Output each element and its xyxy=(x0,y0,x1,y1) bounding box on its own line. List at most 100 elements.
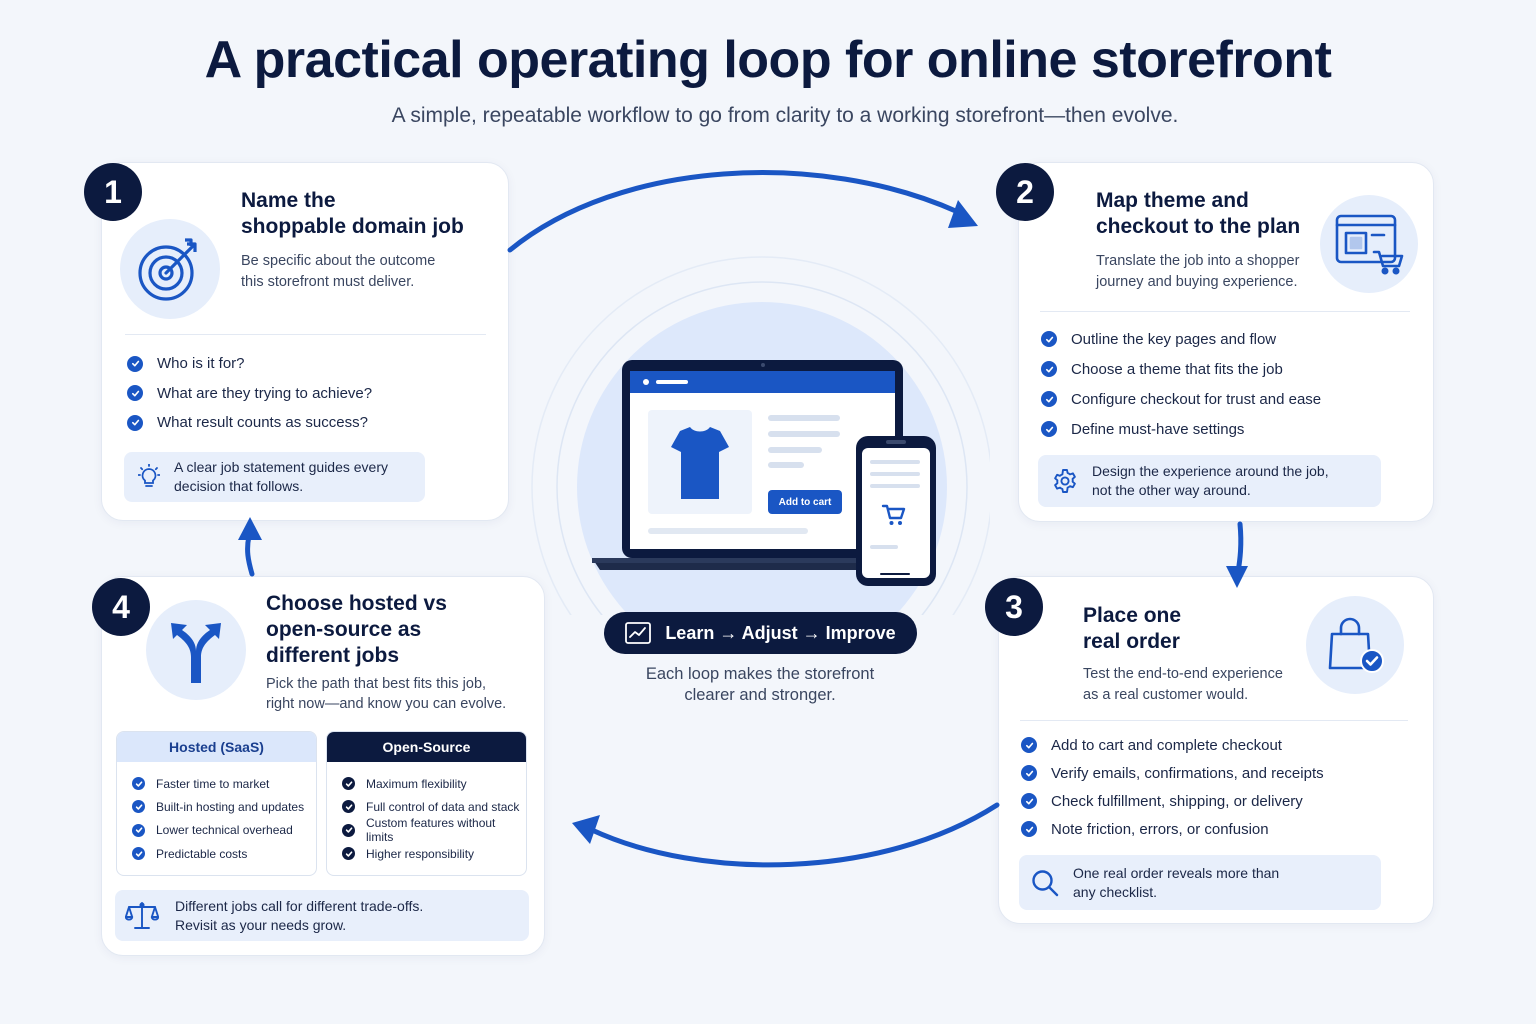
step-4-tip: Different jobs call for different trade-… xyxy=(115,890,529,941)
step-1-title-line-1: Name the xyxy=(241,189,336,212)
list-item-label: Note friction, errors, or confusion xyxy=(1051,820,1269,838)
list-item-label: Faster time to market xyxy=(156,776,270,791)
step-3-description: Test the end-to-end experience as a real… xyxy=(1083,664,1283,706)
step-4-title-line-1: Choose hosted vs xyxy=(266,592,447,615)
step-4-desc-line-1: Pick the path that best fits this job, xyxy=(266,676,487,692)
list-item-label: Lower technical overhead xyxy=(156,823,293,838)
list-item: Full control of data and stack xyxy=(342,795,526,818)
list-item-label: Higher responsibility xyxy=(366,846,475,861)
check-icon xyxy=(342,800,355,814)
phone-icon xyxy=(856,436,936,586)
list-item: Outline the key pages and flow xyxy=(1041,324,1321,354)
list-item-label: What are they trying to achieve? xyxy=(157,384,373,402)
line-chart-icon xyxy=(625,622,652,644)
step-2-tip-line-1: Design the experience around the job, xyxy=(1092,463,1329,479)
list-item-label: Define must-have settings xyxy=(1071,420,1245,438)
list-item: Faster time to market xyxy=(132,772,316,795)
step-2-desc-line-2: journey and buying experience. xyxy=(1096,274,1298,290)
check-icon xyxy=(1021,765,1037,781)
target-icon xyxy=(138,238,197,301)
check-icon xyxy=(132,800,145,814)
scale-icon xyxy=(125,901,159,931)
step-2-tip-line-2: not the other way around. xyxy=(1092,482,1251,498)
list-item: What are they trying to achieve? xyxy=(127,379,372,409)
step-2-tip: Design the experience around the job, no… xyxy=(1038,455,1381,507)
hosted-box-title: Hosted (SaaS) xyxy=(117,732,316,762)
step-2-description: Translate the job into a shopper journey… xyxy=(1096,251,1299,293)
open-source-list: Maximum flexibility Full control of data… xyxy=(327,762,526,865)
laptop-icon xyxy=(592,360,932,570)
step-3-checklist: Add to cart and complete checkout Verify… xyxy=(1021,731,1324,843)
cart-icon xyxy=(881,504,906,525)
step-4-icon-circle xyxy=(146,600,246,700)
list-item: What result counts as success? xyxy=(127,408,372,438)
arrow-3-to-4 xyxy=(589,802,1000,868)
list-item-label: Built-in hosting and updates xyxy=(156,799,305,814)
list-item: Check fulfillment, shipping, or delivery xyxy=(1021,787,1324,815)
list-item: Verify emails, confirmations, and receip… xyxy=(1021,759,1324,787)
arrow-4-to-1 xyxy=(245,533,255,577)
gear-icon xyxy=(1052,468,1078,494)
list-item: Who is it for? xyxy=(127,349,372,379)
step-1-description: Be specific about the outcome this store… xyxy=(241,251,435,293)
fork-arrow-icon xyxy=(171,623,221,683)
list-item: Lower technical overhead xyxy=(132,819,316,842)
check-icon xyxy=(127,385,143,402)
step-1-tip-line-2: decision that follows. xyxy=(174,478,304,494)
open-source-box: Open-Source Maximum flexibility Full con… xyxy=(326,731,527,876)
step-1-desc-line-1: Be specific about the outcome xyxy=(241,253,436,269)
check-icon xyxy=(132,777,145,791)
list-item-label: Choose a theme that fits the job xyxy=(1071,360,1283,378)
list-item: Add to cart and complete checkout xyxy=(1021,731,1324,759)
step-1-tip-line-1: A clear job statement guides every xyxy=(174,459,389,475)
list-item: Maximum flexibility xyxy=(342,772,526,795)
theme-cart-icon xyxy=(1335,214,1404,275)
check-icon xyxy=(1041,391,1057,407)
step-3-title: Place one real order xyxy=(1083,603,1181,655)
step-2-checklist: Outline the key pages and flow Choose a … xyxy=(1041,324,1321,444)
step-2-title: Map theme and checkout to the plan xyxy=(1096,188,1300,240)
storefront-illustration xyxy=(531,256,990,615)
list-item-label: Full control of data and stack xyxy=(366,799,520,814)
step-1-checklist: Who is it for? What are they trying to a… xyxy=(127,349,372,438)
check-icon xyxy=(342,823,355,837)
check-icon xyxy=(1021,737,1037,753)
lightbulb-icon xyxy=(138,464,160,490)
step-3-desc-line-1: Test the end-to-end experience xyxy=(1083,666,1283,682)
step-3-title-line-2: real order xyxy=(1083,630,1180,653)
loop-pill: Learn → Adjust → Improve xyxy=(604,612,917,654)
step-3-tip-line-2: any checklist. xyxy=(1073,883,1158,900)
step-4-title-line-2: open-source as xyxy=(266,618,422,641)
list-item-label: Predictable costs xyxy=(156,846,248,861)
list-item: Choose a theme that fits the job xyxy=(1041,354,1321,384)
arrow-1-to-2 xyxy=(507,170,961,253)
list-item: Higher responsibility xyxy=(342,842,526,865)
step-2-divider xyxy=(1040,311,1410,312)
search-icon xyxy=(1031,869,1059,897)
step-1-icon-circle xyxy=(120,219,220,319)
arrow-2-to-3 xyxy=(1235,521,1244,575)
page-title: A practical operating loop for online st… xyxy=(204,31,1332,89)
step-1-title: Name the shoppable domain job xyxy=(241,188,464,240)
step-3-icon-circle xyxy=(1306,596,1404,694)
step-3-number: 3 xyxy=(985,578,1043,636)
step-4-tip-line-1: Different jobs call for different trade-… xyxy=(175,897,424,914)
list-item-label: Check fulfillment, shipping, or delivery xyxy=(1051,792,1303,810)
center-caption: Each loop makes the storefront clearer a… xyxy=(620,664,900,706)
list-item-label: Outline the key pages and flow xyxy=(1071,330,1277,348)
step-4-desc-line-2: right now—and know you can evolve. xyxy=(266,696,507,712)
open-source-box-title: Open-Source xyxy=(327,732,526,762)
list-item-label: What result counts as success? xyxy=(157,414,368,432)
list-item: Custom features without limits xyxy=(342,816,526,845)
list-item: Predictable costs xyxy=(132,842,316,865)
check-icon xyxy=(127,355,143,372)
check-icon xyxy=(342,777,355,791)
step-2-title-line-2: checkout to the plan xyxy=(1096,215,1301,238)
check-icon xyxy=(127,414,143,431)
hosted-box: Hosted (SaaS) Faster time to market Buil… xyxy=(116,731,317,876)
step-1-desc-line-2: this storefront must deliver. xyxy=(241,274,415,290)
list-item-label: Custom features without limits xyxy=(366,816,496,845)
step-3-desc-line-2: as a real customer would. xyxy=(1083,687,1249,703)
page-subtitle: A simple, repeatable workflow to go from… xyxy=(391,104,1179,127)
list-item-label: Verify emails, confirmations, and receip… xyxy=(1051,764,1324,782)
